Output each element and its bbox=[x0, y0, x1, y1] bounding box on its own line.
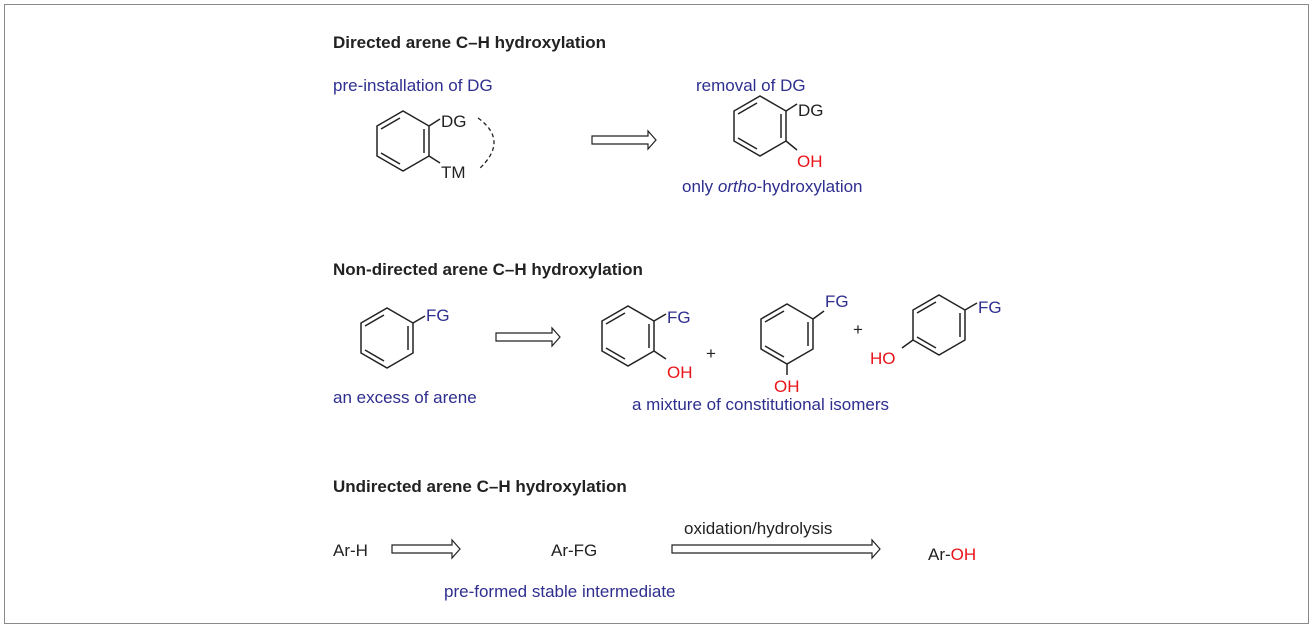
benzene-ring-fg bbox=[360, 307, 426, 369]
plus-sign-1: + bbox=[706, 344, 716, 363]
intermediate-caption: pre-formed stable intermediate bbox=[444, 582, 676, 601]
meta-isomer-ring bbox=[760, 303, 825, 375]
section-3-heading: Undirected arene C–H hydroxylation bbox=[333, 477, 627, 496]
open-arrow-3 bbox=[391, 538, 461, 560]
ar-oh-label: Ar-OH bbox=[928, 545, 976, 564]
fg-label-substrate: FG bbox=[426, 306, 450, 325]
open-arrow-1 bbox=[591, 129, 657, 151]
plus-sign-2: + bbox=[853, 320, 863, 339]
oh-label-ortho: OH bbox=[797, 152, 823, 171]
benzene-ring-ortho-oh bbox=[733, 95, 798, 157]
dg-label-right: DG bbox=[798, 101, 824, 120]
oh-label-ortho-isomer: OH bbox=[667, 363, 693, 382]
fg-label-meta: FG bbox=[825, 292, 849, 311]
reaction-scheme: Directed arene C–H hydroxylation pre-ins… bbox=[333, 33, 1002, 601]
benzene-ring-dg-tm bbox=[376, 110, 495, 172]
open-arrow-4 bbox=[671, 538, 881, 560]
tm-label: TM bbox=[441, 163, 466, 182]
mixture-caption: a mixture of constitutional isomers bbox=[632, 395, 889, 414]
pre-installation-note: pre-installation of DG bbox=[333, 76, 493, 95]
fg-label-para: FG bbox=[978, 298, 1002, 317]
dg-label-left: DG bbox=[441, 112, 467, 131]
open-arrow-2 bbox=[495, 326, 561, 348]
ar-h-label: Ar-H bbox=[333, 541, 368, 560]
oxidation-hydrolysis-label: oxidation/hydrolysis bbox=[684, 519, 832, 538]
ortho-isomer-ring bbox=[601, 305, 667, 367]
excess-arene-caption: an excess of arene bbox=[333, 388, 477, 407]
fg-label-ortho: FG bbox=[667, 308, 691, 327]
section-1-heading: Directed arene C–H hydroxylation bbox=[333, 33, 606, 52]
ho-label-para: HO bbox=[870, 349, 896, 368]
oh-label-meta: OH bbox=[774, 377, 800, 396]
removal-note: removal of DG bbox=[696, 76, 806, 95]
ortho-caption: only ortho-hydroxylation bbox=[682, 177, 863, 196]
para-isomer-ring bbox=[901, 294, 978, 356]
section-2-heading: Non-directed arene C–H hydroxylation bbox=[333, 260, 643, 279]
ar-fg-label: Ar-FG bbox=[551, 541, 597, 560]
